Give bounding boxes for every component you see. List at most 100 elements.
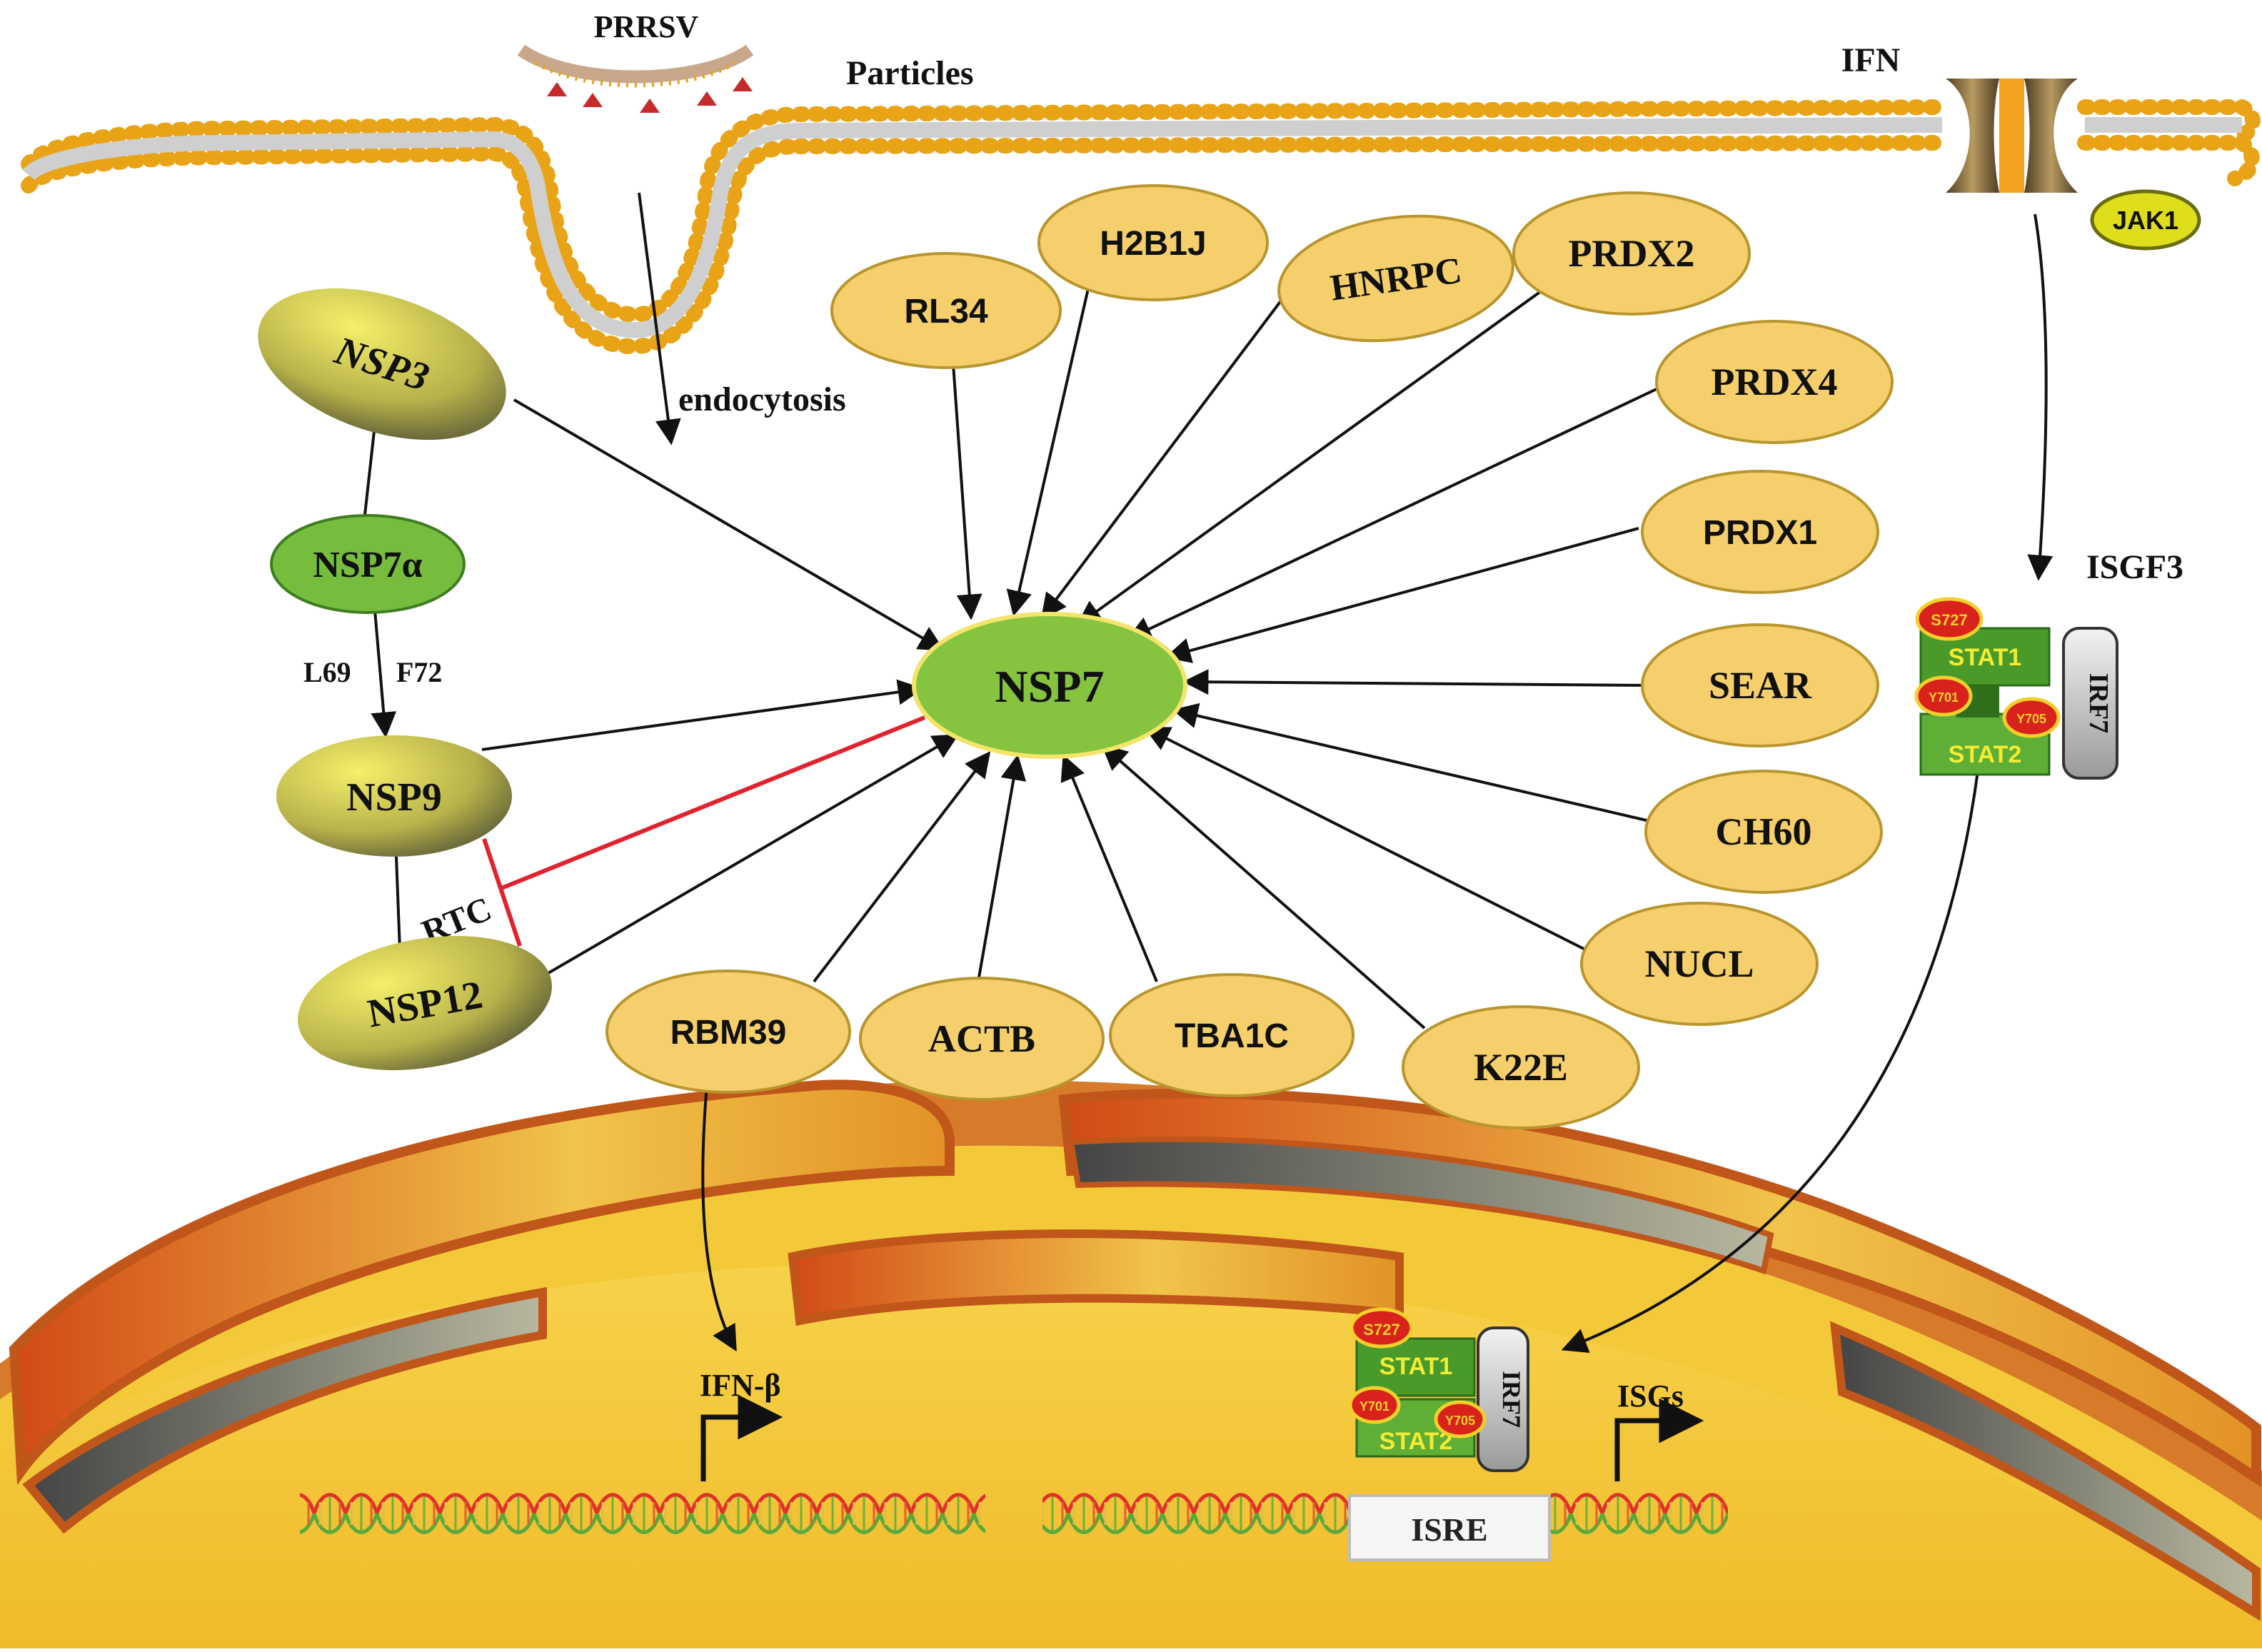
ifn-receptor-right [2024, 79, 2078, 193]
y705-label: Y705 [2016, 712, 2046, 726]
nsp9-node: NSP9 [276, 735, 512, 857]
ifn-beta-promoter-arrow [700, 1394, 783, 1481]
k22e-label: K22E [1474, 1046, 1568, 1089]
nsp7a-nsp9-arrow [371, 610, 397, 738]
membrane-bilayer-right [792, 99, 2261, 143]
isgf3-label: ISGF3 [2086, 548, 2183, 586]
interactor-prdx4: PRDX4 [1655, 320, 1894, 444]
irf7-label-nuclear: IRF7 [1497, 1371, 1526, 1428]
nucl-label: NUCL [1644, 942, 1754, 985]
sear-label: SEAR [1709, 664, 1812, 707]
isre-label: ISRE [1411, 1511, 1487, 1548]
interactor-h2b1j: H2B1J [1037, 184, 1269, 301]
interactor-rl34: RL34 [830, 252, 1062, 369]
rbm39-to-nsp7-arrow [813, 751, 991, 983]
stat1-label: STAT1 [1949, 644, 2022, 671]
nsp9-to-nsp7-arrow [481, 679, 924, 751]
h2b1j-label: H2B1J [1100, 225, 1206, 263]
interactor-hnrpc: HNRPC [1277, 214, 1514, 343]
nsp12-to-nsp7-arrow [520, 734, 960, 990]
tba1c-to-nsp7-arrow [1060, 754, 1158, 982]
prdx2-to-nsp7-arrow [1076, 273, 1565, 627]
nsp3-to-nsp7-arrow [513, 398, 945, 651]
isgs-label: ISGs [1617, 1379, 1684, 1414]
interactor-prdx1: PRDX1 [1641, 470, 1879, 594]
rbm39-label: RBM39 [670, 1014, 787, 1052]
isgf3-to-nucleus-arrow [1561, 770, 1979, 1354]
prrsv-spikes [547, 77, 753, 113]
prdx4-to-nsp7-arrow [1125, 388, 1657, 641]
nucleoplasm [0, 1263, 2262, 1648]
nsp7a-node: NSP7α [270, 514, 466, 614]
nsp12-node: NSP12 [298, 936, 552, 1070]
ch60-label: CH60 [1716, 810, 1812, 853]
interactor-actb: ACTB [859, 977, 1105, 1101]
sear-to-nsp7-arrow [1182, 669, 1647, 695]
irf7-label: IRF7 [2083, 673, 2113, 733]
ch60-to-nsp7-arrow [1172, 702, 1650, 822]
h2b1j-to-nsp7-arrow [1006, 285, 1090, 617]
isgf3-complex-cytoplasm: STAT1 STAT2 IRF7 S727 Y701 Y705 [1914, 597, 2118, 780]
ifn-beta-label: IFN-β [700, 1368, 781, 1403]
stat2-label: STAT2 [1949, 741, 2022, 768]
membrane-bilayer-left [21, 106, 808, 323]
irf7-block [2062, 627, 2118, 780]
stat1-block-nuclear [1355, 1337, 1476, 1397]
stat2-label-nuclear: STAT2 [1379, 1428, 1453, 1455]
ifn-receptor-pore [1999, 79, 2024, 193]
f72-label: F72 [396, 656, 442, 688]
prrsv-label: PRRSV [594, 9, 699, 44]
prrsv-particle [517, 44, 754, 84]
irf7-block-nuclear [1477, 1326, 1529, 1472]
dna-strand-left [300, 1478, 985, 1535]
nsp7-label: NSP7 [995, 661, 1105, 712]
y705-badge [2002, 697, 2061, 738]
dna-strand-center [1042, 1478, 1357, 1535]
endocytosis-arrow [638, 192, 681, 445]
s727-badge [1915, 597, 1984, 641]
prdx2-label: PRDX2 [1569, 232, 1695, 275]
ifn-label: IFN [1841, 41, 1901, 79]
particles-label: Particles [846, 54, 974, 92]
interaction-edges [363, 192, 2054, 1354]
interactor-k22e: K22E [1402, 1005, 1640, 1129]
k22e-to-nsp7-arrow [1101, 744, 1426, 1029]
plasma-membrane: PRRSV Particles IFN JAK1 [21, 9, 2261, 355]
isgf3-complex-nuclear: STAT1 STAT2 IRF7 S727 Y701 Y705 [1348, 1307, 1529, 1472]
y705-label-nuclear: Y705 [1445, 1414, 1475, 1428]
tba1c-label: TBA1C [1175, 1017, 1289, 1055]
y701-label: Y701 [1929, 690, 1959, 705]
rbm39-to-ifnbeta-arrow [701, 1084, 737, 1352]
er-cistern-right-lower [1829, 1321, 2261, 1621]
inhibition-bar [482, 838, 522, 947]
interactor-nodes: RL34 H2B1J HNRPC PRDX2 PRDX4 PRDX1 SEAR [605, 184, 1894, 1129]
isgs-promoter-arrow [1614, 1398, 1704, 1481]
isre-box [1348, 1494, 1551, 1561]
jak1-label: JAK1 [2113, 206, 2178, 235]
prdx1-to-nsp7-arrow [1165, 527, 1639, 663]
interactor-nucl: NUCL [1580, 902, 1819, 1026]
stat1-label-nuclear: STAT1 [1379, 1353, 1453, 1380]
nsp9-nsp12-link [395, 856, 401, 950]
actb-label: ACTB [928, 1017, 1035, 1060]
membrane-bilayer-left-inner [21, 138, 808, 355]
prdx1-label: PRDX1 [1703, 514, 1817, 552]
y701-badge-nuclear [1348, 1386, 1401, 1424]
nsp3-node: NSP3 [258, 288, 506, 440]
s727-badge-nuclear [1349, 1307, 1414, 1349]
dna-strand-right [1542, 1478, 1728, 1535]
nucl-to-nsp7-arrow [1143, 727, 1593, 955]
rl34-to-nsp7-arrow [952, 363, 982, 620]
rl34-label: RL34 [904, 293, 988, 331]
actb-to-nsp7-arrow [977, 754, 1027, 982]
interactor-prdx2: PRDX2 [1512, 191, 1751, 316]
y705-badge-nuclear [1434, 1400, 1487, 1439]
y701-badge [1914, 675, 1973, 717]
endocytosis-label: endocytosis [678, 381, 846, 418]
interactor-ch60: CH60 [1644, 770, 1883, 894]
y701-label-nuclear: Y701 [1359, 1399, 1389, 1414]
interactor-tba1c: TBA1C [1109, 973, 1354, 1097]
inhibition-line [498, 715, 926, 891]
prrsv-particle-inner [534, 61, 737, 88]
